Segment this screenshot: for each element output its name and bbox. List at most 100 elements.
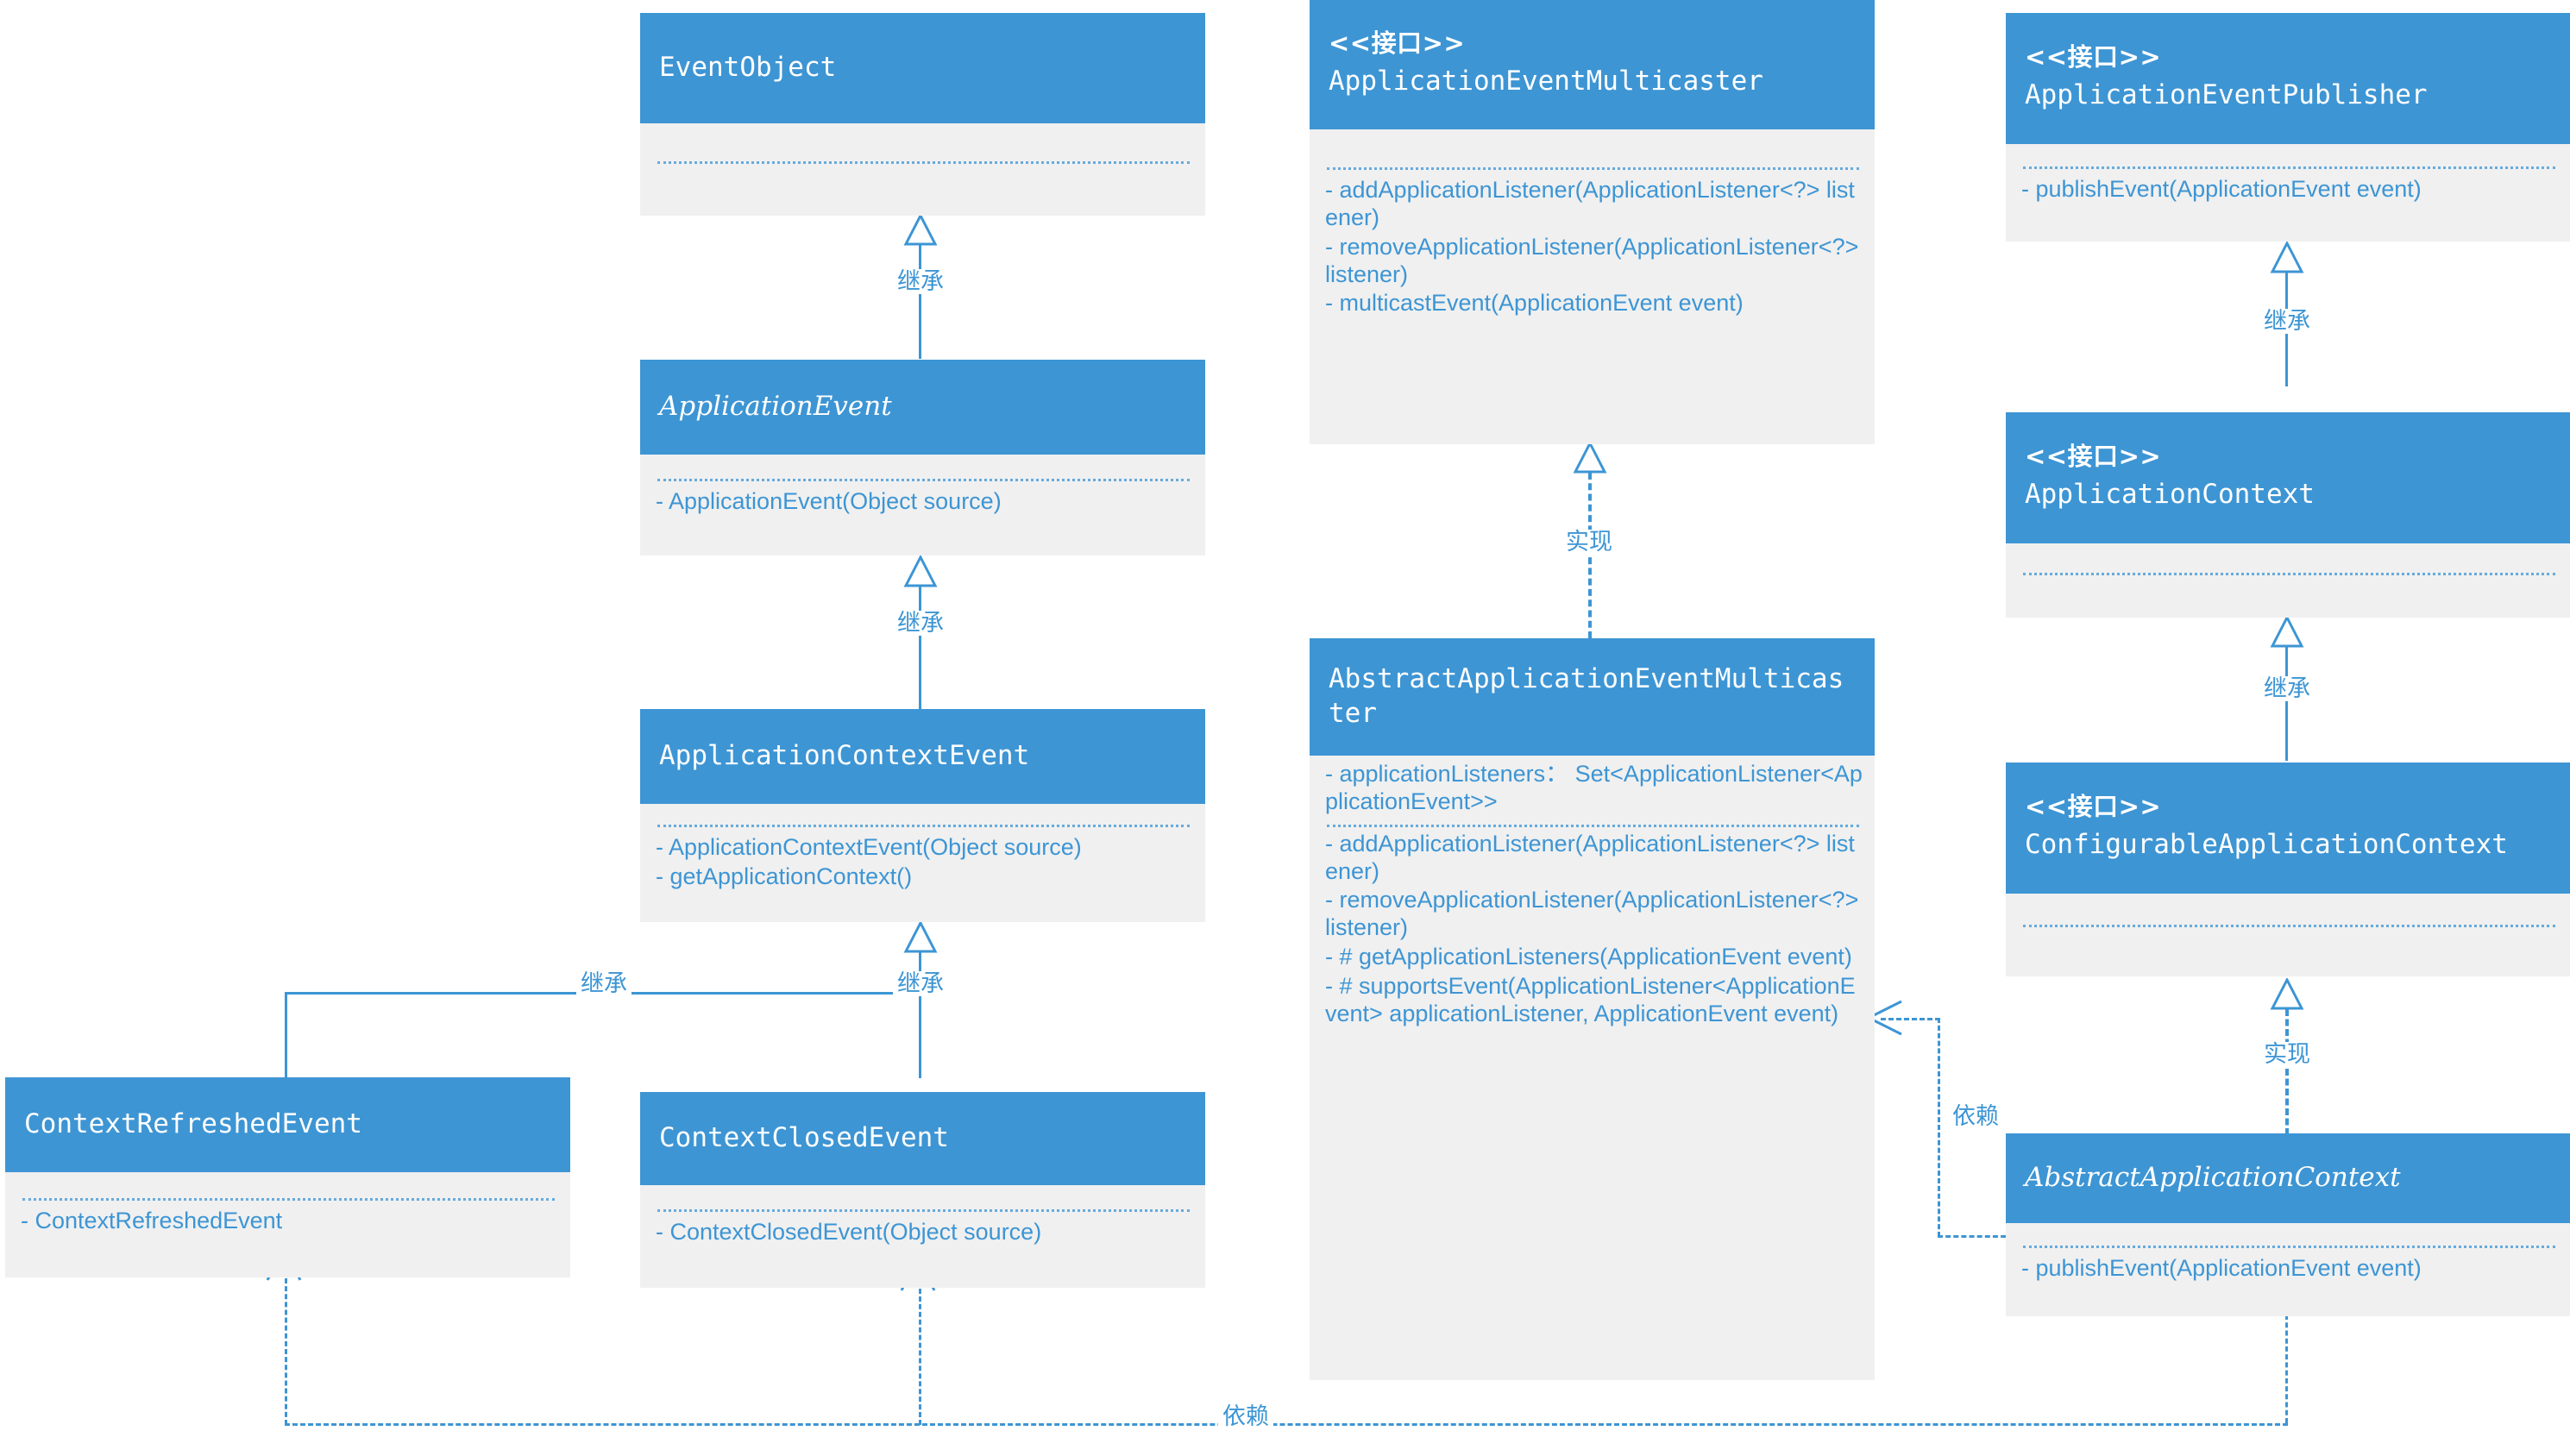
class-header-abstract-application-event-multicaster: AbstractApplicationEventMulticaster xyxy=(1310,638,1875,756)
class-member: - publishEvent(ApplicationEvent event) xyxy=(2021,176,2422,202)
class-header-event-object: EventObject xyxy=(640,13,1205,123)
class-box-event-object[interactable]: EventObject xyxy=(640,13,1205,216)
compartment-separator xyxy=(657,161,1190,164)
class-box-application-event-multicaster[interactable]: <<接口>> ApplicationEventMulticaster - add… xyxy=(1310,0,1875,444)
realization-arrowhead-application-event-multicaster xyxy=(1573,442,1607,474)
compartment-separator xyxy=(2023,166,2555,169)
class-operations-configurable-application-context xyxy=(2006,894,2570,976)
edge-label-inheritance-4: 继承 xyxy=(893,971,948,996)
compartment-separator xyxy=(657,1209,1190,1212)
connector-dependency-elbow-riser xyxy=(1938,1018,1940,1237)
class-header-context-refreshed-event: ContextRefreshedEvent xyxy=(5,1077,570,1172)
class-member: - addApplicationListener(ApplicationList… xyxy=(1325,177,1855,230)
connector-dashed-config-ctx-realization xyxy=(2285,1009,2289,1135)
class-box-application-event-publisher[interactable]: <<接口>> ApplicationEventPublisher - publi… xyxy=(2006,13,2570,242)
edge-label-inheritance-2: 继承 xyxy=(893,611,948,636)
edge-label-inheritance-5: 继承 xyxy=(2259,309,2315,334)
edge-label-realization-1: 实现 xyxy=(1561,530,1617,555)
connector-line-ctx-event-to-app-event xyxy=(919,585,921,723)
stereotype-interface: <<接口>> xyxy=(2025,792,2162,822)
class-header-configurable-application-context: <<接口>> ConfigurableApplicationContext xyxy=(2006,763,2570,894)
class-box-application-context[interactable]: <<接口>> ApplicationContext xyxy=(2006,412,2570,618)
edge-label-inheritance-6: 继承 xyxy=(2259,676,2315,701)
class-member: - ApplicationEvent(Object source) xyxy=(656,488,1002,514)
class-name-application-event: ApplicationEvent xyxy=(659,390,892,422)
class-attributes-abstract-application-event-multicaster: - applicationListeners： Set<ApplicationL… xyxy=(1310,756,1875,831)
compartment-separator xyxy=(657,825,1190,827)
class-box-configurable-application-context[interactable]: <<接口>> ConfigurableApplicationContext xyxy=(2006,763,2570,976)
class-name-configurable-application-context: ConfigurableApplicationContext xyxy=(2025,828,2508,860)
class-header-context-closed-event: ContextClosedEvent xyxy=(640,1092,1205,1185)
class-member: - applicationListeners： Set<ApplicationL… xyxy=(1325,761,1863,814)
class-member: - ContextRefreshedEvent xyxy=(21,1208,283,1233)
class-name-abstract-application-event-multicaster: AbstractApplicationEventMulticaster xyxy=(1329,662,1844,729)
class-header-application-context-event: ApplicationContextEvent xyxy=(640,709,1205,804)
class-operations-application-context xyxy=(2006,543,2570,618)
class-member: - # getApplicationListeners(ApplicationE… xyxy=(1325,944,1852,970)
class-name-abstract-application-context: AbstractApplicationContext xyxy=(2025,1161,2401,1193)
edge-label-dependency-2: 依赖 xyxy=(1218,1404,1273,1429)
stereotype-interface: <<接口>> xyxy=(2025,42,2162,72)
class-box-context-refreshed-event[interactable]: ContextRefreshedEvent - ContextRefreshed… xyxy=(5,1077,570,1277)
class-member: - getApplicationContext() xyxy=(656,863,913,889)
connector-dependency-bottom-rail xyxy=(285,1423,2288,1426)
class-operations-context-closed-event: - ContextClosedEvent(Object source) xyxy=(640,1185,1205,1288)
class-box-abstract-application-context[interactable]: AbstractApplicationContext - publishEven… xyxy=(2006,1133,2570,1316)
generalization-arrowhead-application-event-publisher xyxy=(2270,242,2304,274)
connector-dependency-bottom-riser-right xyxy=(2285,1315,2288,1423)
class-header-abstract-application-context: AbstractApplicationContext xyxy=(2006,1133,2570,1223)
class-header-application-event-multicaster: <<接口>> ApplicationEventMulticaster xyxy=(1310,0,1875,129)
class-header-application-event: ApplicationEvent xyxy=(640,360,1205,455)
compartment-separator xyxy=(2023,925,2555,927)
generalization-arrowhead-application-event xyxy=(903,555,938,588)
class-attributes-event-object xyxy=(640,123,1205,216)
class-operations-application-event-multicaster: - addApplicationListener(ApplicationList… xyxy=(1310,129,1875,444)
class-operations-application-event-publisher: - publishEvent(ApplicationEvent event) xyxy=(2006,144,2570,242)
stereotype-interface: <<接口>> xyxy=(1329,28,1466,59)
class-name-event-object: EventObject xyxy=(659,51,837,83)
connector-dependency-bottom-riser-closed xyxy=(919,1289,921,1425)
class-member: - removeApplicationListener(ApplicationL… xyxy=(1325,887,1859,941)
class-member: - addApplicationListener(ApplicationList… xyxy=(1325,830,1855,884)
class-name-context-closed-event: ContextClosedEvent xyxy=(659,1121,949,1153)
class-name-application-event-multicaster: ApplicationEventMulticaster xyxy=(1329,65,1763,97)
connector-dependency-bottom-riser-refreshed xyxy=(285,1278,287,1425)
compartment-separator xyxy=(1327,824,1859,827)
class-name-application-context: ApplicationContext xyxy=(2025,478,2315,510)
generalization-arrowhead-application-context xyxy=(2270,616,2304,649)
edge-label-dependency-1: 依赖 xyxy=(1948,1104,2003,1129)
connector-dependency-elbow-top xyxy=(1881,1018,1940,1020)
compartment-separator xyxy=(2023,1246,2555,1248)
generalization-arrowhead-application-context-event xyxy=(903,921,938,954)
generalization-arrowhead-event-object xyxy=(903,214,938,247)
compartment-separator xyxy=(1327,167,1859,170)
class-member: - ContextClosedEvent(Object source) xyxy=(656,1219,1042,1245)
class-member: - multicastEvent(ApplicationEvent event) xyxy=(1325,290,1744,317)
edge-label-inheritance-3: 继承 xyxy=(576,971,632,996)
class-operations-abstract-application-event-multicaster: - addApplicationListener(ApplicationList… xyxy=(1310,831,1875,1380)
class-box-abstract-application-event-multicaster[interactable]: AbstractApplicationEventMulticaster - ap… xyxy=(1310,638,1875,1380)
class-name-context-refreshed-event: ContextRefreshedEvent xyxy=(24,1108,362,1139)
class-member: - removeApplicationListener(ApplicationL… xyxy=(1325,233,1859,287)
class-box-application-event[interactable]: ApplicationEvent - ApplicationEvent(Obje… xyxy=(640,360,1205,555)
class-operations-abstract-application-context: - publishEvent(ApplicationEvent event) xyxy=(2006,1223,2570,1316)
connector-line-app-event-to-event-object xyxy=(919,243,921,359)
class-operations-application-event: - ApplicationEvent(Object source) xyxy=(640,455,1205,555)
connector-dashed-multicaster-realization xyxy=(1588,473,1592,638)
class-member: - ApplicationContextEvent(Object source) xyxy=(656,834,1082,860)
compartment-separator xyxy=(2023,573,2555,575)
edge-label-realization-2: 实现 xyxy=(2259,1042,2315,1067)
compartment-separator xyxy=(22,1198,555,1201)
class-member: - publishEvent(ApplicationEvent event) xyxy=(2021,1255,2422,1281)
class-header-application-event-publisher: <<接口>> ApplicationEventPublisher xyxy=(2006,13,2570,144)
connector-line-to-context-closed-event xyxy=(919,992,921,1078)
class-box-application-context-event[interactable]: ApplicationContextEvent - ApplicationCon… xyxy=(640,709,1205,922)
class-operations-context-refreshed-event: - ContextRefreshedEvent xyxy=(5,1172,570,1277)
class-box-context-closed-event[interactable]: ContextClosedEvent - ContextClosedEvent(… xyxy=(640,1092,1205,1288)
class-operations-application-context-event: - ApplicationContextEvent(Object source)… xyxy=(640,804,1205,922)
realization-arrowhead-configurable-application-context xyxy=(2270,978,2304,1011)
class-name-application-event-publisher: ApplicationEventPublisher xyxy=(2025,78,2428,110)
class-name-application-context-event: ApplicationContextEvent xyxy=(659,739,1030,771)
connector-line-config-ctx-to-app-ctx xyxy=(2285,645,2288,761)
stereotype-interface: <<接口>> xyxy=(2025,442,2162,472)
